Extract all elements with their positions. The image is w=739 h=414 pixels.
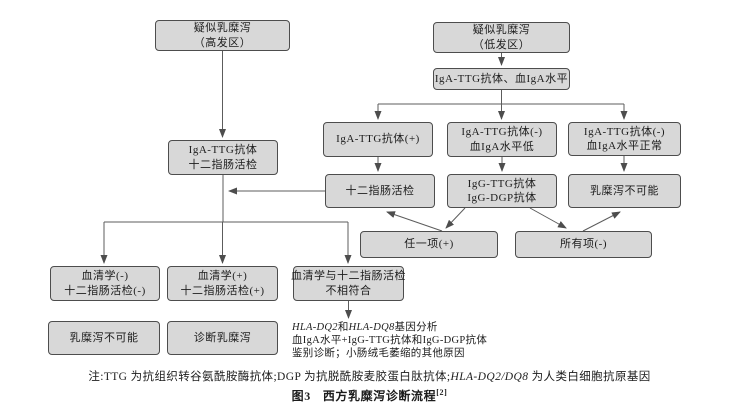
node-celiac-not-possible-right: 乳糜泻不可能 (568, 174, 681, 208)
connector-lines (100, 51, 628, 319)
node-celiac-not-possible-left: 乳糜泻不可能 (48, 321, 160, 355)
node-iga-ttg-plus-duodenal-biopsy: IgA-TTG抗体 十二指肠活检 (168, 140, 278, 175)
gene-hla-dq8: HLA-DQ8 (348, 322, 395, 333)
followup-line-antibody-tests: 血IgA水平+IgG-TTG抗体和IgG-DGP抗体 (292, 335, 488, 346)
node-iga-ttg-antibody-level-test: IgA-TTG抗体、血IgA水平 (433, 68, 570, 90)
gene-hla-dq2-dq8: HLA-DQ2/DQ8 (450, 371, 529, 383)
figure-caption: 图3 西方乳糜泻诊断流程[2] (0, 387, 739, 404)
node-celiac-diagnosed: 诊断乳糜泻 (167, 321, 278, 355)
gene-hla-dq2: HLA-DQ2 (292, 322, 338, 333)
node-iga-ttg-negative-low-iga: IgA-TTG抗体(-) 血IgA水平低 (447, 122, 557, 157)
node-iga-ttg-positive: IgA-TTG抗体(+) (323, 122, 433, 157)
node-suspected-celiac-high-prevalence: 疑似乳糜泻 （高发区） (155, 20, 290, 51)
followup-recommendations-text: HLA-DQ2和HLA-DQ8基因分析 血IgA水平+IgG-TTG抗体和IgG… (292, 321, 487, 360)
node-suspected-celiac-low-prevalence: 疑似乳糜泻 （低发区） (433, 22, 570, 53)
figure-note: 注:TTG 为抗组织转谷氨酰胺酶抗体;DGP 为抗脱酰胺麦胶蛋白肽抗体;HLA-… (88, 371, 651, 383)
citation-ref: [2] (436, 388, 448, 397)
figure-number: 图3 (291, 389, 311, 403)
node-igg-ttg-igg-dgp-antibodies: IgG-TTG抗体 IgG-DGP抗体 (447, 174, 557, 208)
figure-title: 西方乳糜泻诊断流程 (322, 389, 437, 403)
node-all-items-negative: 所有项(-) (515, 231, 652, 258)
node-any-item-positive: 任一项(+) (360, 231, 498, 258)
followup-line-differential-diagnosis: 鉴别诊断；小肠绒毛萎缩的其他原因 (292, 348, 465, 359)
node-serology-positive-biopsy-positive: 血清学(+) 十二指肠活检(+) (167, 266, 278, 301)
node-serology-negative-biopsy-negative: 血清学(-) 十二指肠活检(-) (50, 266, 160, 301)
node-iga-ttg-negative-normal-iga: IgA-TTG抗体(-) 血IgA水平正常 (568, 122, 681, 156)
followup-line-gene-analysis: HLA-DQ2和HLA-DQ8基因分析 (292, 322, 438, 333)
node-duodenal-biopsy: 十二指肠活检 (325, 174, 435, 208)
node-serology-biopsy-mismatch: 血清学与十二指肠活检 不相符合 (291, 266, 406, 301)
